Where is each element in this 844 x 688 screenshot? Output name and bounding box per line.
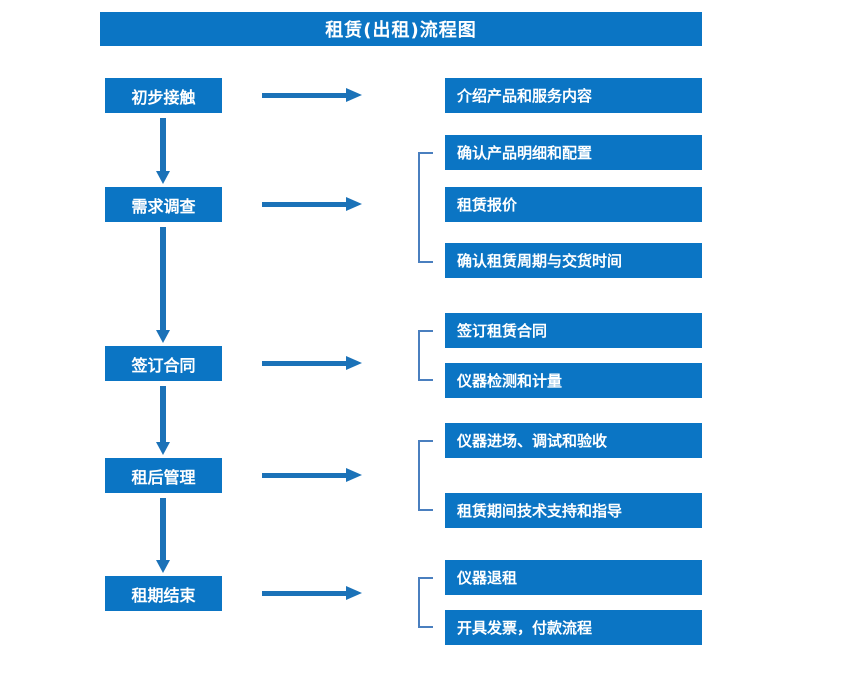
bracket-icon-group-5 [418, 577, 433, 628]
task-box-7: 仪器进场、调试和验收 [445, 423, 702, 458]
task-box-10: 开具发票，付款流程 [445, 610, 702, 645]
down-arrow-icon-1 [156, 118, 170, 184]
task-box-8: 租赁期间技术支持和指导 [445, 493, 702, 528]
task-box-6: 仪器检测和计量 [445, 363, 702, 398]
bracket-icon-group-3 [418, 330, 433, 381]
task-box-1: 介绍产品和服务内容 [445, 78, 702, 113]
right-arrow-icon-1 [262, 88, 362, 102]
stage-box-1: 初步接触 [105, 78, 222, 113]
task-box-9: 仪器退租 [445, 560, 702, 595]
bracket-icon-group-4 [418, 440, 433, 511]
right-arrow-icon-3 [262, 356, 362, 370]
right-arrow-icon-4 [262, 468, 362, 482]
right-arrow-icon-5 [262, 586, 362, 600]
page-title: 租赁(出租)流程图 [100, 12, 702, 46]
task-box-4: 确认租赁周期与交货时间 [445, 243, 702, 278]
down-arrow-icon-3 [156, 386, 170, 455]
task-box-2: 确认产品明细和配置 [445, 135, 702, 170]
down-arrow-icon-2 [156, 227, 170, 343]
right-arrow-icon-2 [262, 197, 362, 211]
down-arrow-icon-4 [156, 498, 170, 573]
stage-box-4: 租后管理 [105, 458, 222, 493]
stage-box-5: 租期结束 [105, 576, 222, 611]
stage-box-2: 需求调查 [105, 187, 222, 222]
task-box-5: 签订租赁合同 [445, 313, 702, 348]
bracket-icon-group-2 [418, 152, 433, 263]
stage-box-3: 签订合同 [105, 346, 222, 381]
task-box-3: 租赁报价 [445, 187, 702, 222]
